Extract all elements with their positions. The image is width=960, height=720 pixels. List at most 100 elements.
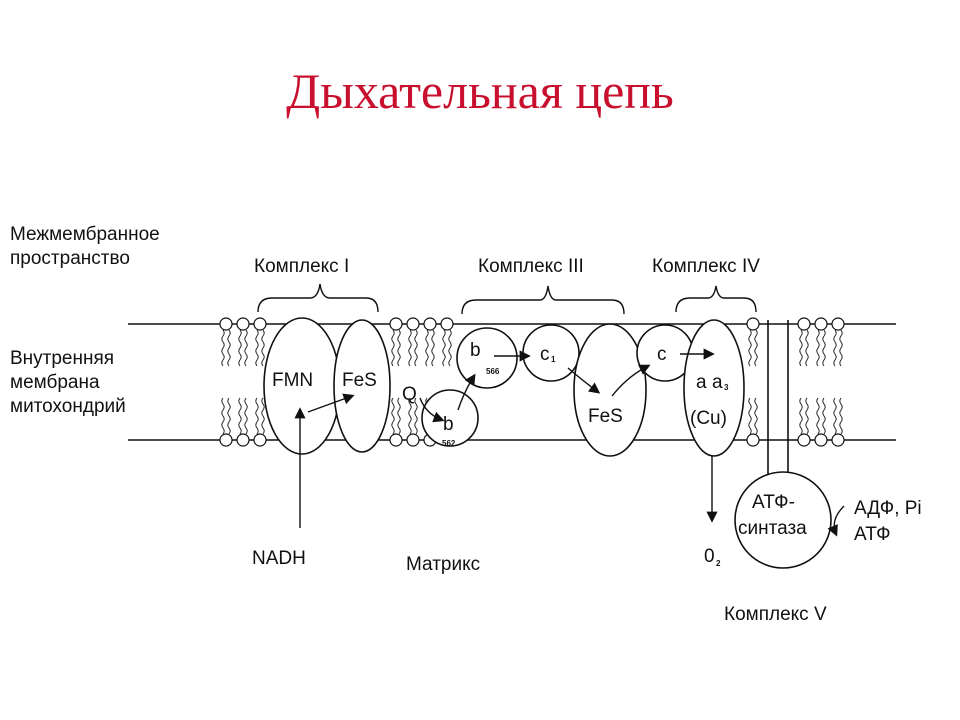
lipid-tail [244, 329, 248, 367]
lipid-head [406, 433, 420, 447]
lipid-tail [425, 329, 429, 367]
lipid-tail [261, 329, 265, 367]
atp-label: АТФ [854, 524, 891, 545]
complex-1-bracket [257, 283, 379, 313]
lipid-tail [255, 397, 259, 435]
inner-membrane-label-line1: Внутренняя [10, 348, 114, 369]
complex-5-label: Комплекс V [724, 604, 827, 625]
fmn-label: FMN [272, 370, 313, 391]
lipid-tail [391, 329, 395, 367]
b566-subscript: 566 [486, 367, 500, 376]
complex-4-bracket [675, 285, 757, 313]
lipid-head [831, 433, 845, 447]
lipid-head [440, 317, 454, 331]
c-label: c [657, 344, 667, 365]
lipid-tail [221, 329, 225, 367]
lipid-tail [227, 329, 231, 367]
c1-label: c [540, 344, 550, 365]
lipid-head [406, 317, 420, 331]
complex-brackets [257, 283, 757, 315]
lipid-tail [227, 397, 231, 435]
b566-label: b [470, 340, 481, 361]
lipid-head [253, 433, 267, 447]
lipid-tail [799, 329, 803, 367]
b562-subscript: 562 [442, 439, 456, 448]
lipid-tail [414, 397, 418, 435]
aa3-subscript: 3 [724, 383, 729, 392]
arrow-c1-to-fes [567, 367, 601, 394]
o2-subscript: 2 [716, 559, 721, 568]
b562-circle [421, 389, 479, 447]
lipid-tail [261, 397, 265, 435]
b562-label: b [443, 414, 454, 435]
lipid-tail [397, 329, 401, 367]
inner-membrane-label-line3: митохондрий [10, 396, 126, 417]
atp-synthase-label-line1: АТФ- [752, 492, 795, 513]
lipid-head [389, 433, 403, 447]
lipid-tail [408, 397, 412, 435]
lipid-head [236, 433, 250, 447]
arrow-b562-to-b566 [457, 373, 476, 411]
arrow-fmn-to-fes [307, 393, 355, 413]
lipid-tail [748, 397, 752, 435]
lipid-tail [748, 329, 752, 367]
lipid-tail [816, 329, 820, 367]
lipid-tail [414, 329, 418, 367]
lipid-tail [839, 329, 843, 367]
lipid-tail [754, 329, 758, 367]
lipid-tail [244, 397, 248, 435]
adp-pi-label: АДФ, Pi [854, 498, 922, 519]
lipid-tail [839, 397, 843, 435]
electron-flow-arrows [294, 348, 845, 537]
lipid-tail [238, 329, 242, 367]
arrow-adp-to-atp [827, 505, 845, 537]
aa3-a-label: a [696, 372, 707, 393]
lipid-tail [833, 397, 837, 435]
lipid-tail [805, 329, 809, 367]
lipid-tail [238, 397, 242, 435]
atp-synthase-label-line2: синтаза [738, 518, 807, 539]
matrix-label: Матрикс [406, 554, 480, 575]
lipid-head [814, 317, 828, 331]
c1-circle [522, 324, 580, 382]
lipid-tail [448, 329, 452, 367]
fes-3-ellipse [573, 323, 647, 457]
arrow-fes-to-c [611, 364, 651, 397]
intermembrane-label-line2: пространство [10, 248, 130, 269]
lipid-tail [221, 397, 225, 435]
q-label: Q [402, 384, 417, 405]
aa3-a3-label: a [712, 372, 723, 393]
fes-1-ellipse [333, 319, 391, 453]
atp-synthase-stalk [767, 320, 789, 482]
lipid-head [797, 433, 811, 447]
lipid-tail [822, 397, 826, 435]
page-title: Дыхательная цепь [286, 63, 674, 119]
fes-1-label: FeS [342, 370, 377, 391]
lipid-tail [822, 329, 826, 367]
lipid-head [389, 317, 403, 331]
b566-circle [456, 327, 518, 389]
atp-synthase-circle [734, 471, 832, 569]
fes-3-label: FeS [588, 406, 623, 427]
lipid-head [219, 317, 233, 331]
complex-4-label: Комплекс IV [652, 256, 760, 277]
lipid-head [831, 317, 845, 331]
lipid-tail [833, 329, 837, 367]
lipid-head [423, 317, 437, 331]
lipid-head [814, 433, 828, 447]
lipid-head [746, 317, 760, 331]
lipid-tail [431, 329, 435, 367]
complex-3-bracket [461, 285, 625, 315]
o2-label: 0 [704, 546, 715, 567]
lipid-tail [391, 397, 395, 435]
arrow-q-to-b562 [419, 397, 445, 423]
lipid-tail [816, 397, 820, 435]
lipid-tail [754, 397, 758, 435]
lipid-head [797, 317, 811, 331]
lipid-tail [255, 329, 259, 367]
nadh-label: NADH [252, 548, 306, 569]
lipid-tail [805, 397, 809, 435]
cu-label: (Cu) [690, 408, 727, 429]
inner-membrane-label-line2: мембрана [10, 372, 100, 393]
